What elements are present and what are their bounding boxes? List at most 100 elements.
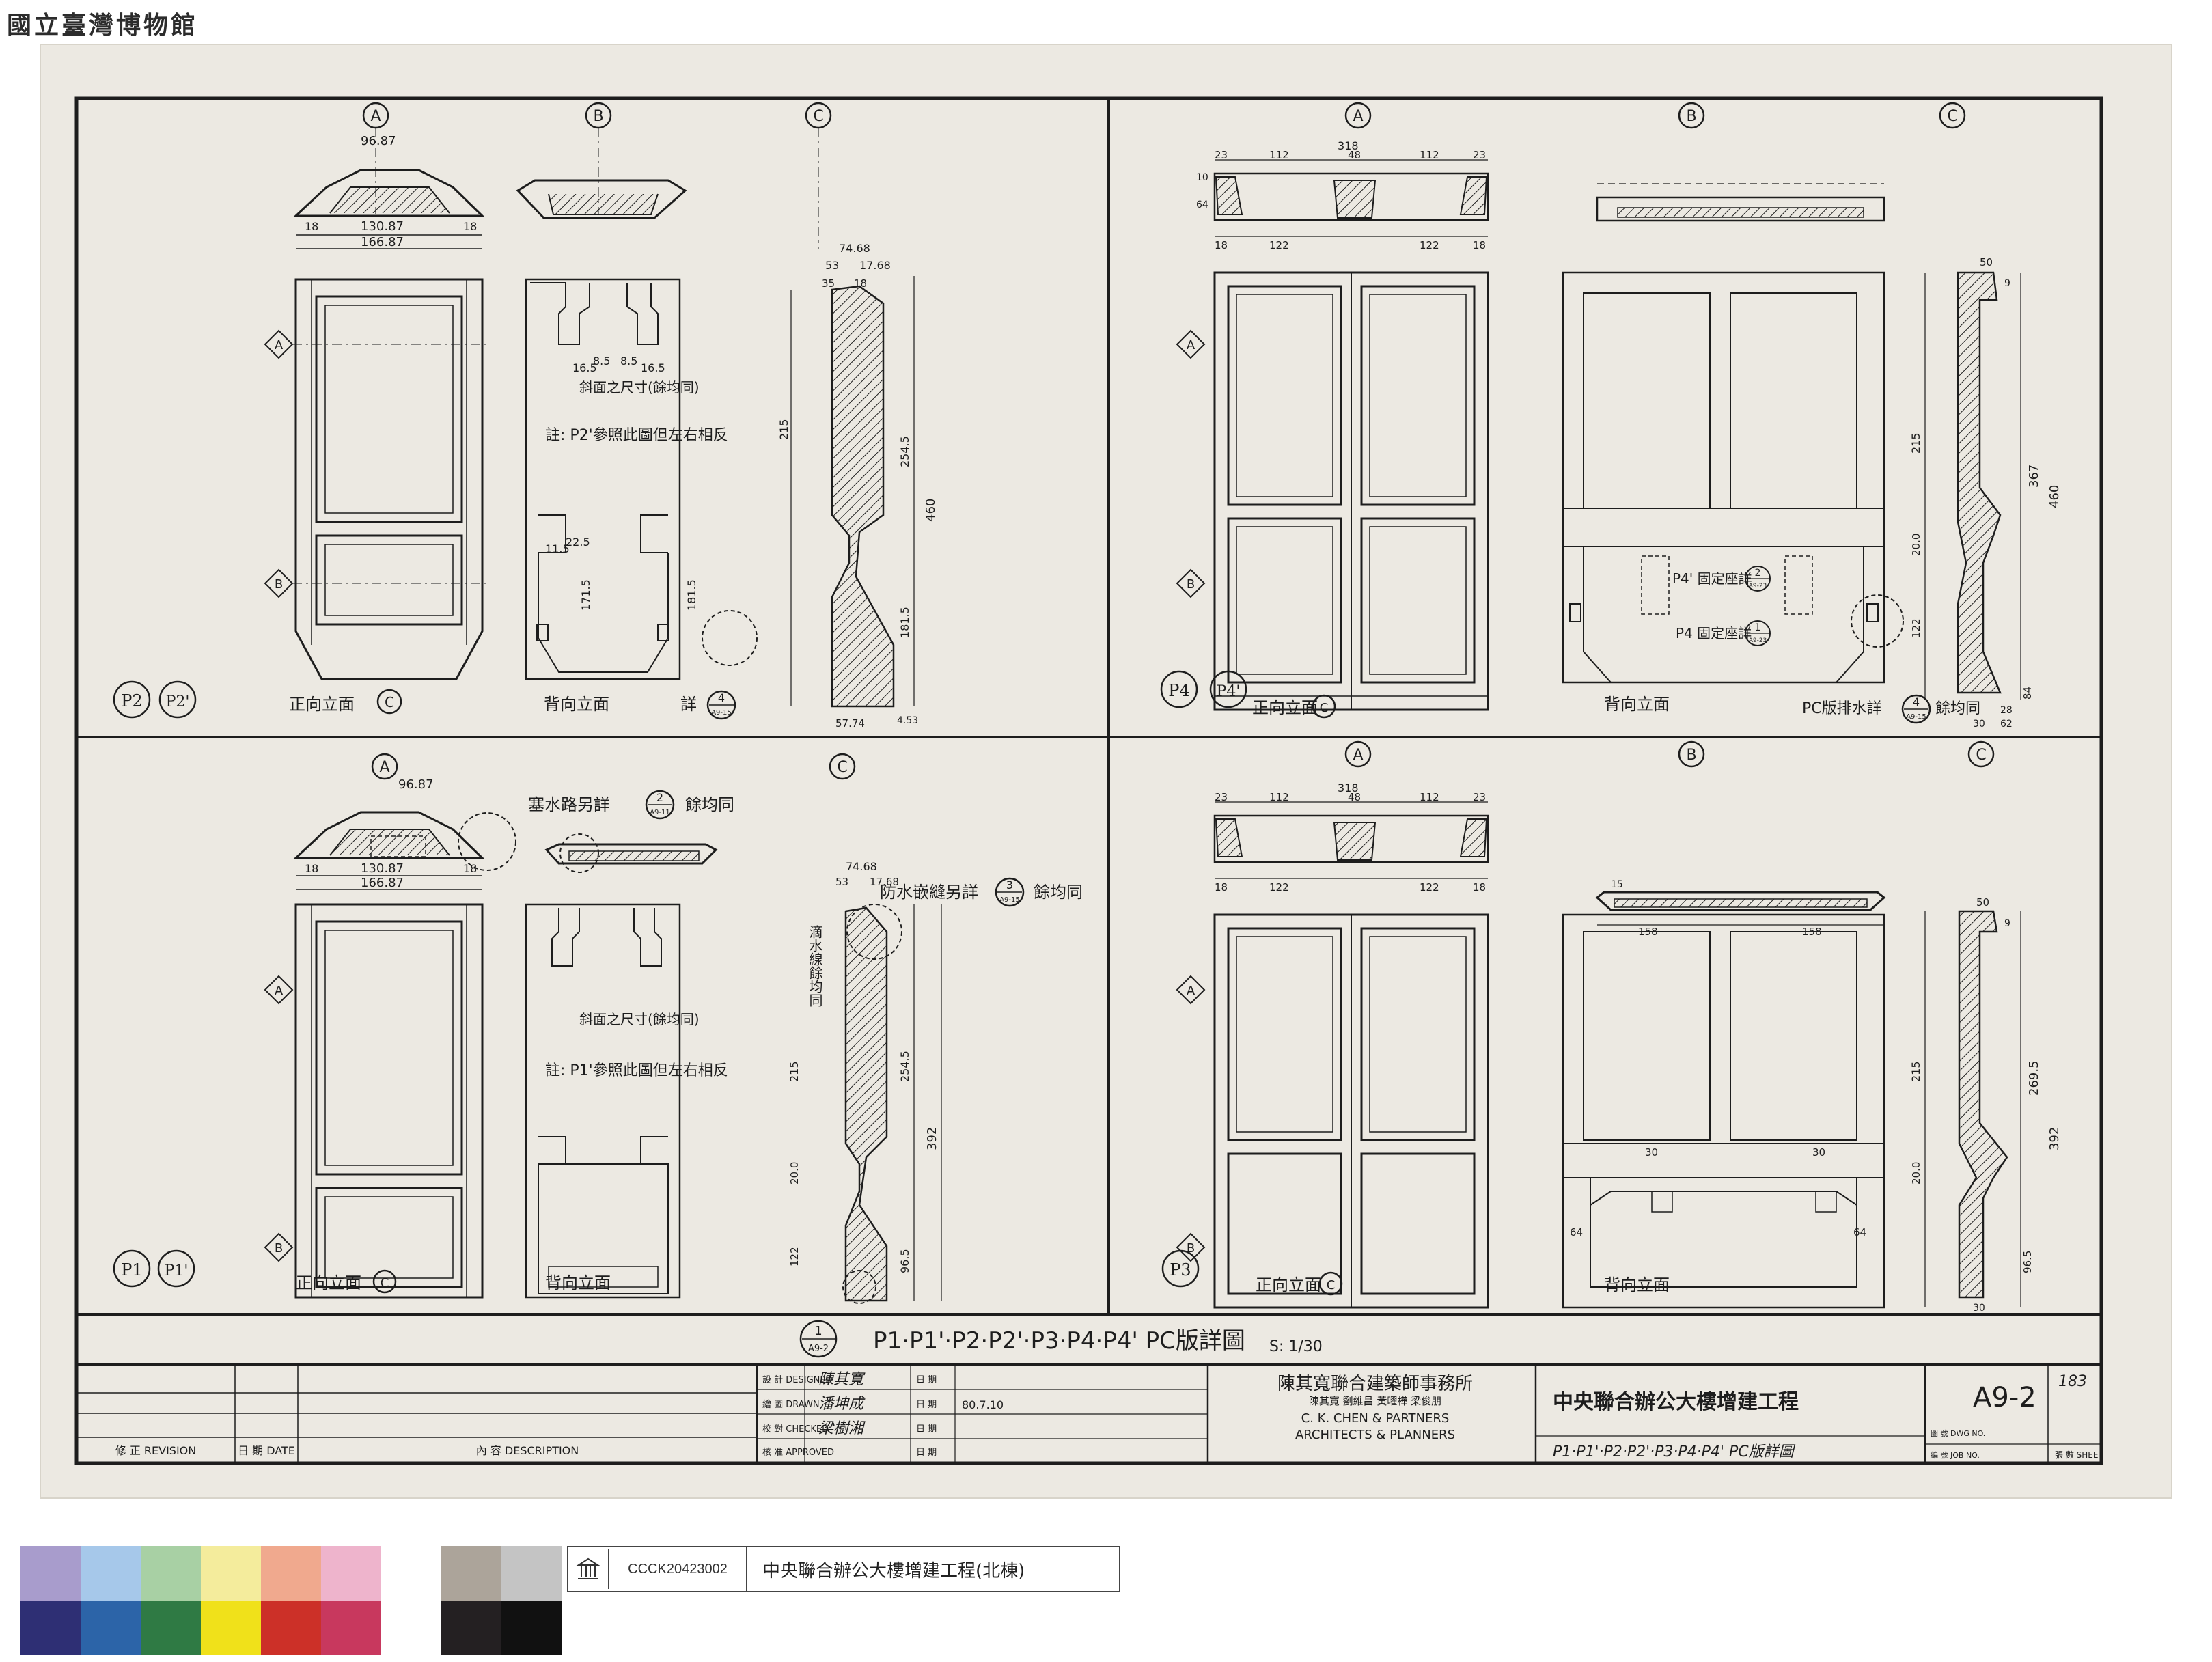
p3-side-section: 50 9 269.5 392 215 20.0 96.5 30	[1909, 896, 2062, 1314]
panel-p2: A B C 96.87 130.87 166.87 18 18	[113, 102, 938, 730]
svg-text:17.68: 17.68	[859, 259, 891, 272]
svg-text:B: B	[1686, 108, 1696, 125]
p4-fix-note-2: P4 固定座詳 1 A9-23	[1676, 620, 1771, 646]
svg-text:9: 9	[2004, 278, 2010, 289]
svg-text:A9-15: A9-15	[711, 709, 732, 717]
svg-text:62: 62	[2000, 719, 2013, 730]
svg-text:陳其寬聯合建築師事務所: 陳其寬聯合建築師事務所	[1277, 1374, 1473, 1394]
signoff-checked: 校 對 CHECKED 梁樹湘 日 期	[762, 1420, 937, 1437]
p1-note-mirror: 註: P1'參照此圖但左右相反	[545, 1062, 728, 1079]
svg-text:A9-2: A9-2	[808, 1344, 829, 1354]
marker-a: A	[1344, 740, 1372, 768]
svg-text:130.87: 130.87	[361, 219, 404, 234]
svg-text:18: 18	[1473, 239, 1486, 251]
svg-text:C: C	[1947, 108, 1957, 125]
svg-text:84: 84	[2021, 687, 2034, 700]
p3-front-label: 正向立面	[1256, 1275, 1321, 1294]
title-block: 修 正 REVISION 日 期 DATE 內 容 DESCRIPTION 設 …	[77, 1364, 2103, 1463]
svg-text:繪 圖 DRAWN: 繪 圖 DRAWN	[762, 1399, 820, 1410]
svg-text:設 計 DESIGNED: 設 計 DESIGNED	[762, 1374, 833, 1385]
svg-text:ARCHITECTS & PLANNERS: ARCHITECTS & PLANNERS	[1295, 1428, 1455, 1442]
svg-text:1: 1	[1755, 622, 1761, 633]
svg-text:23: 23	[1215, 791, 1228, 803]
p1-back-label: 背向立面	[545, 1273, 611, 1292]
svg-text:74.68: 74.68	[846, 860, 877, 873]
svg-text:269.5: 269.5	[2027, 1060, 2041, 1096]
p1-front-label: 正向立面	[296, 1273, 361, 1292]
swatch-top-1	[20, 1546, 81, 1601]
svg-text:18: 18	[463, 220, 477, 233]
svg-text:P2: P2	[121, 691, 142, 710]
project-title: 中央聯合辦公大樓增建工程	[1553, 1390, 1799, 1414]
p3-front-elevation	[1213, 913, 1489, 1309]
svg-text:18: 18	[305, 220, 318, 233]
swatch-bottom-7	[381, 1601, 441, 1655]
svg-text:122: 122	[788, 1247, 801, 1266]
p1-drip-note: 滴水線餘均同	[807, 925, 823, 1007]
revision-header: 修 正 REVISION	[115, 1444, 197, 1457]
p4-level-b-marker: B	[1176, 568, 1206, 598]
p2-section-c-marker: C	[376, 689, 402, 715]
svg-text:53: 53	[835, 876, 848, 888]
p1-side-section: 74.68 53 17.68 254.5 392 96.5 215 20.0 1…	[788, 860, 942, 1304]
p3-plan-section-b: 158 158 15	[1595, 879, 1886, 938]
svg-text:96.5: 96.5	[898, 1249, 911, 1273]
svg-text:18: 18	[1473, 881, 1486, 894]
p2-note-mirror: 註: P2'參照此圖但左右相反	[545, 427, 728, 444]
svg-text:96.87: 96.87	[398, 777, 434, 792]
svg-text:日 期: 日 期	[916, 1424, 937, 1435]
svg-text:C: C	[837, 759, 847, 776]
swatch-top-9	[501, 1546, 562, 1601]
dwg-no-label: 圖 號 DWG NO.	[1931, 1429, 1985, 1438]
panel-p4: A B C 318 23 112 48 112 23 122 18 18 122	[1160, 102, 2062, 730]
svg-text:C: C	[1320, 701, 1329, 715]
svg-text:塞水路另詳: 塞水路另詳	[528, 795, 610, 814]
marker-c: C	[1967, 740, 1995, 768]
svg-text:96.5: 96.5	[2021, 1251, 2034, 1273]
svg-text:16.5: 16.5	[572, 361, 597, 374]
svg-text:C: C	[381, 1276, 389, 1290]
p4-tag: P4 P4'	[1160, 670, 1247, 708]
signoff-drawn: 繪 圖 DRAWN 潘坤成 日 期 80.7.10	[762, 1396, 1004, 1413]
svg-text:122: 122	[1420, 239, 1439, 251]
svg-text:A9-23: A9-23	[1749, 583, 1767, 590]
swatch-bottom-5	[261, 1601, 321, 1655]
swatch-bottom-2	[81, 1601, 141, 1655]
marker-b: B	[1678, 102, 1705, 129]
svg-text:C: C	[1327, 1278, 1336, 1292]
svg-text:122: 122	[1910, 618, 1922, 638]
svg-text:64: 64	[1853, 1226, 1866, 1238]
svg-text:254.5: 254.5	[898, 1051, 911, 1082]
svg-text:3: 3	[1006, 878, 1013, 891]
svg-text:10: 10	[1196, 172, 1208, 183]
svg-text:9: 9	[2004, 918, 2010, 929]
svg-text:166.87: 166.87	[361, 876, 404, 890]
svg-text:8.5: 8.5	[620, 355, 637, 368]
p1-note-size: 斜面之尺寸(餘均同)	[579, 1011, 700, 1027]
p4-detail-reference: PC版排水詳 4 A9-15 餘均同	[1802, 594, 1980, 724]
drawing-svg: A B C 96.87 130.87 166.87 18 18	[74, 96, 2103, 1465]
p3-back-label: 背向立面	[1604, 1275, 1670, 1294]
svg-text:日 期: 日 期	[916, 1375, 937, 1385]
drawing-description: P1·P1'·P2·P2'·P3·P4·P4' PC版詳圖	[1553, 1443, 1796, 1460]
swatch-top-3	[141, 1546, 201, 1601]
svg-text:B: B	[1686, 747, 1696, 764]
marker-a: A	[362, 102, 389, 129]
svg-text:PC版排水詳: PC版排水詳	[1802, 700, 1882, 717]
signoff-designed: 設 計 DESIGNED 陳其寬 日 期	[762, 1371, 937, 1388]
svg-text:C: C	[813, 108, 823, 125]
svg-text:18: 18	[854, 277, 867, 290]
catalog-project: 中央聯合辦公大樓增建工程(北棟)	[762, 1560, 1025, 1581]
p3-back-elevation: 30 30 64 64	[1562, 913, 1885, 1309]
svg-text:53: 53	[825, 259, 839, 272]
svg-text:P1': P1'	[165, 1262, 189, 1279]
swatch-bottom-3	[141, 1601, 201, 1655]
svg-text:171.5: 171.5	[579, 579, 592, 611]
panel-p3: A B C 318 23 112 48 112 23 122 18 18 122	[1161, 740, 2062, 1314]
marker-b: B	[1678, 740, 1705, 768]
p4-back-label: 背向立面	[1604, 695, 1670, 714]
svg-text:318: 318	[1338, 781, 1359, 794]
swatch-top-8	[441, 1546, 501, 1601]
svg-text:C. K. CHEN & PARTNERS: C. K. CHEN & PARTNERS	[1301, 1411, 1450, 1426]
svg-text:餘均同: 餘均同	[1034, 883, 1083, 902]
